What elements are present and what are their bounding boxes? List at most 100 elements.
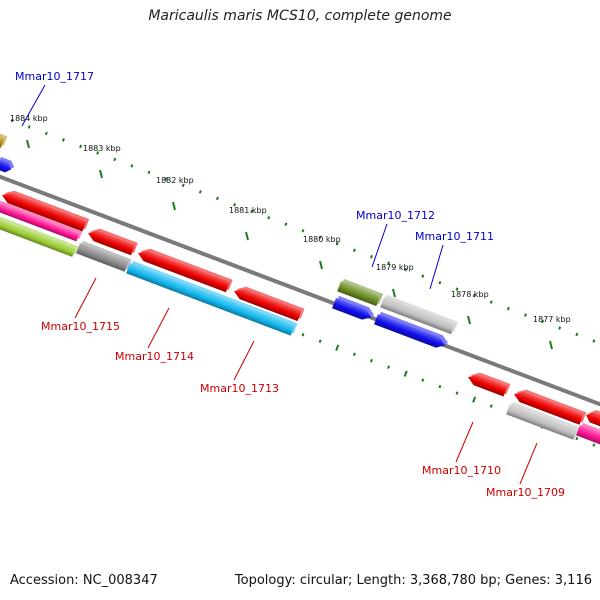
label-leader-line [147, 307, 170, 349]
gene-feature[interactable] [232, 283, 305, 322]
gene-feature[interactable] [512, 386, 587, 425]
tick-dot [233, 203, 237, 207]
tick-dot [541, 319, 545, 324]
label-leaders [21, 84, 538, 485]
tick-dot [215, 196, 219, 201]
gene-feature[interactable] [0, 156, 16, 175]
gene-labels[interactable]: Mmar10_1717Mmar10_1712Mmar10_1711Mmar10_… [15, 70, 565, 499]
label-leader-line [429, 244, 444, 290]
gene-feature[interactable] [86, 225, 138, 256]
gene-feature[interactable] [337, 278, 384, 307]
tick-dot [403, 370, 408, 377]
tick-label: 1877 kbp [533, 315, 571, 324]
label-leader-line [233, 340, 255, 381]
gene-label[interactable]: Mmar10_1714 [115, 350, 194, 363]
gene-feature[interactable] [126, 260, 298, 336]
tick-dots [10, 118, 596, 447]
gene-label[interactable]: Mmar10_1717 [15, 70, 94, 83]
gene-feature[interactable] [136, 245, 233, 293]
tick-dot [250, 209, 254, 214]
tick-mark [319, 260, 323, 270]
gene-feature[interactable] [374, 311, 450, 351]
tick-label: 1881 kbp [229, 206, 267, 215]
tick-mark [549, 340, 553, 350]
label-leader-line [455, 421, 474, 463]
genome-backbone [0, 174, 600, 407]
tick-dot [130, 164, 134, 168]
map-title: Maricaulis maris MCS10, complete genome [148, 8, 452, 24]
gene-feature[interactable] [576, 422, 600, 446]
gene-feature[interactable] [0, 187, 90, 232]
tick-dot [575, 436, 579, 441]
tick-dot [113, 157, 117, 162]
tick-label: 1878 kbp [451, 290, 489, 299]
tick-label: 1884 kbp [10, 114, 48, 123]
tick-dot [455, 287, 459, 291]
tick-label: 1879 kbp [376, 263, 414, 272]
gene-label[interactable]: Mmar10_1713 [200, 382, 279, 395]
gene-label[interactable]: Mmar10_1709 [486, 486, 565, 499]
tick-dot [524, 313, 527, 317]
gene-label[interactable]: Mmar10_1711 [415, 230, 494, 243]
tick-mark [392, 288, 396, 298]
tick-dot [592, 443, 596, 447]
tick-dot [472, 293, 476, 298]
tick-label: 1883 kbp [83, 144, 121, 153]
tick-dot [147, 170, 151, 175]
tick-dot [335, 344, 340, 351]
tick-dot [506, 306, 510, 311]
tick-dot [79, 144, 83, 149]
gene-feature[interactable] [76, 240, 132, 272]
gene-features[interactable] [0, 132, 600, 446]
tick-dot [267, 216, 271, 220]
tick-dot [369, 254, 373, 259]
label-leader-line [74, 277, 97, 319]
tick-dot [164, 177, 168, 181]
tick-dot [404, 267, 408, 272]
tick-mark [26, 139, 30, 149]
gene-feature[interactable] [466, 369, 511, 397]
accession-text: Accession: NC_008347 [10, 573, 158, 588]
gene-feature[interactable] [506, 401, 581, 440]
tick-dot [27, 125, 31, 129]
tick-dot [489, 300, 493, 304]
tick-dot [387, 365, 391, 369]
gene-feature[interactable] [0, 215, 79, 257]
tick-dot [335, 241, 339, 246]
gene-feature[interactable] [380, 294, 458, 335]
tick-dot [421, 378, 425, 382]
tick-dot [61, 138, 65, 142]
tick-mark [245, 231, 249, 241]
label-leader-line [371, 223, 388, 268]
tick-dot [489, 404, 493, 408]
tick-dot [44, 131, 48, 136]
genome-stats-text: Topology: circular; Length: 3,368,780 bp… [234, 573, 592, 588]
tick-dot [592, 339, 596, 343]
tick-label: 1880 kbp [303, 235, 341, 244]
label-leader-line [21, 84, 46, 127]
tick-dot [421, 274, 425, 278]
gene-label[interactable]: Mmar10_1710 [422, 464, 501, 477]
tick-dot [352, 248, 356, 252]
gene-feature[interactable] [584, 407, 600, 428]
tick-dot [96, 151, 100, 155]
tick-label: 1882 kbp [156, 176, 194, 185]
tick-mark [467, 315, 471, 325]
label-leader-line [519, 442, 538, 485]
tick-dot [10, 118, 14, 123]
tick-dot [301, 228, 305, 233]
gene-label[interactable]: Mmar10_1715 [41, 320, 120, 333]
gene-feature[interactable] [0, 132, 8, 148]
tick-dot [558, 326, 562, 330]
tick-marks: 1884 kbp 1883 kbp 1882 kbp 1881 kbp 1880 kbp… [10, 114, 571, 350]
gene-feature[interactable] [332, 295, 376, 323]
tick-dot [301, 332, 305, 337]
tick-dot [575, 332, 579, 337]
gene-label[interactable]: Mmar10_1712 [356, 209, 435, 222]
tick-dot [472, 396, 477, 403]
tick-dot [318, 235, 322, 239]
tick-dot [438, 280, 442, 285]
tick-dot [455, 391, 459, 395]
gene-feature[interactable] [0, 199, 83, 242]
